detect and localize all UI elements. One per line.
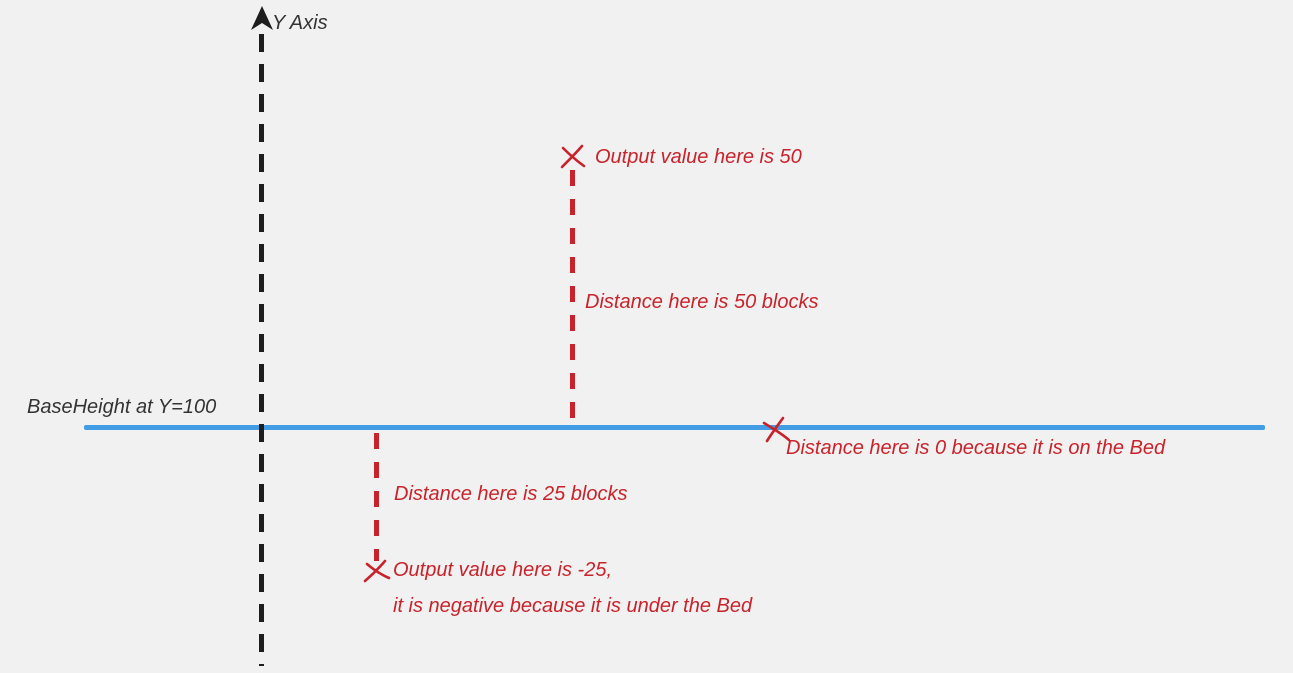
y-axis-label: Y Axis xyxy=(272,12,328,34)
annotation-output-neg25-reason: it is negative because it is under the B… xyxy=(393,595,753,617)
y-axis-arrow-up-icon xyxy=(251,6,273,30)
annotation-output-neg25: Output value here is -25, xyxy=(393,559,613,581)
annotation-output-50: Output value here is 50 xyxy=(595,146,802,168)
annotation-distance-50: Distance here is 50 blocks xyxy=(585,291,819,313)
distance-25-dashed-line xyxy=(374,433,379,561)
x-marker-output-50-icon xyxy=(560,144,586,169)
annotation-distance-0: Distance here is 0 because it is on the … xyxy=(786,437,1166,459)
annotation-distance-25: Distance here is 25 blocks xyxy=(394,483,628,505)
x-marker-distance-0-icon xyxy=(762,416,790,443)
baseheight-bed-line xyxy=(84,425,1265,430)
distance-50-dashed-line xyxy=(570,170,575,426)
x-marker-output-neg25-icon xyxy=(363,559,391,583)
baseheight-label: BaseHeight at Y=100 xyxy=(27,396,217,418)
y-axis-dashed-line xyxy=(259,34,264,666)
